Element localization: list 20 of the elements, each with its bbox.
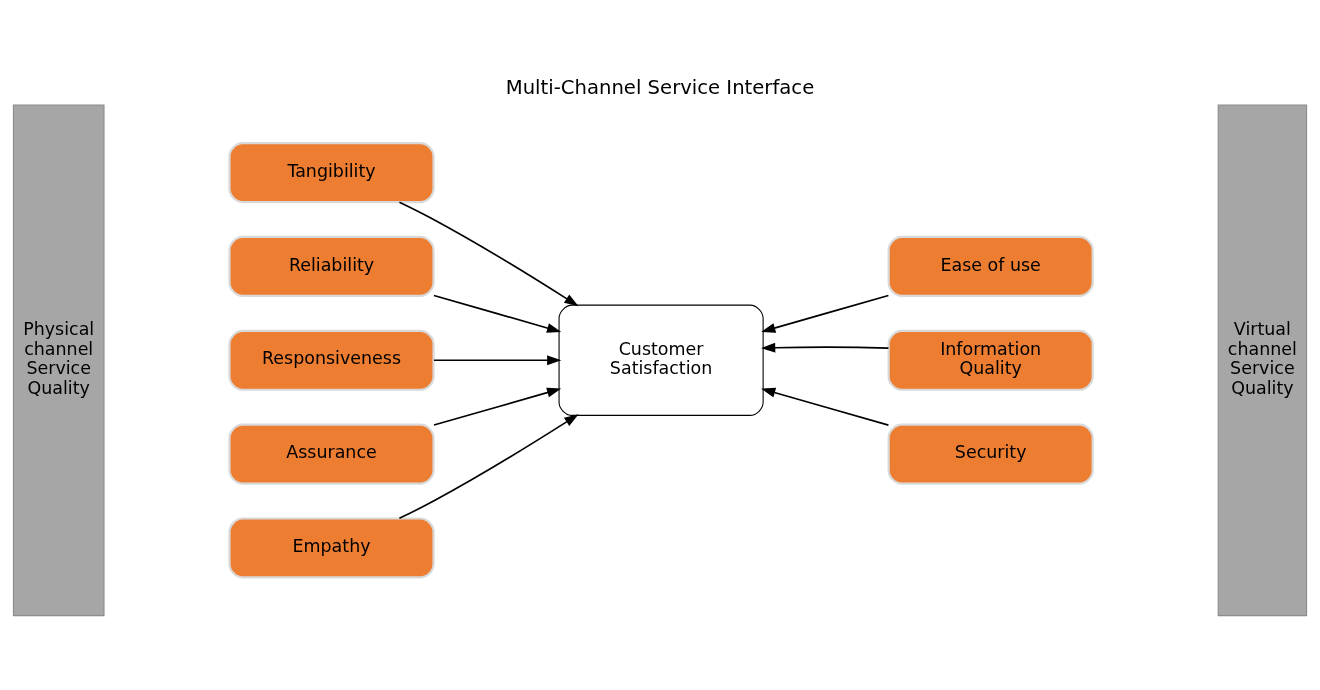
node-box: Reliability: [228, 235, 435, 297]
arrow: [761, 294, 890, 333]
node-box: Virtual channel Service Quality: [1217, 104, 1308, 617]
node-box: Ease of use: [887, 235, 1094, 297]
node-box: Information Quality: [887, 329, 1094, 391]
node-box: Responsiveness: [228, 329, 435, 391]
arrow: [398, 414, 579, 520]
arrow: [433, 387, 562, 426]
arrow: [398, 201, 579, 307]
arrow: [761, 387, 890, 426]
node-box: Empathy: [228, 517, 435, 579]
node-box: Customer Satisfaction: [558, 304, 764, 416]
arrow: [433, 355, 562, 366]
diagram-title: Multi-Channel Service Interface: [505, 76, 815, 100]
arrow: [433, 294, 562, 333]
arrow: [761, 342, 890, 353]
node-box: Security: [887, 423, 1094, 485]
node-box: Tangibility: [228, 142, 435, 204]
node-box: Assurance: [228, 423, 435, 485]
node-box: Physical channel Service Quality: [12, 104, 105, 617]
